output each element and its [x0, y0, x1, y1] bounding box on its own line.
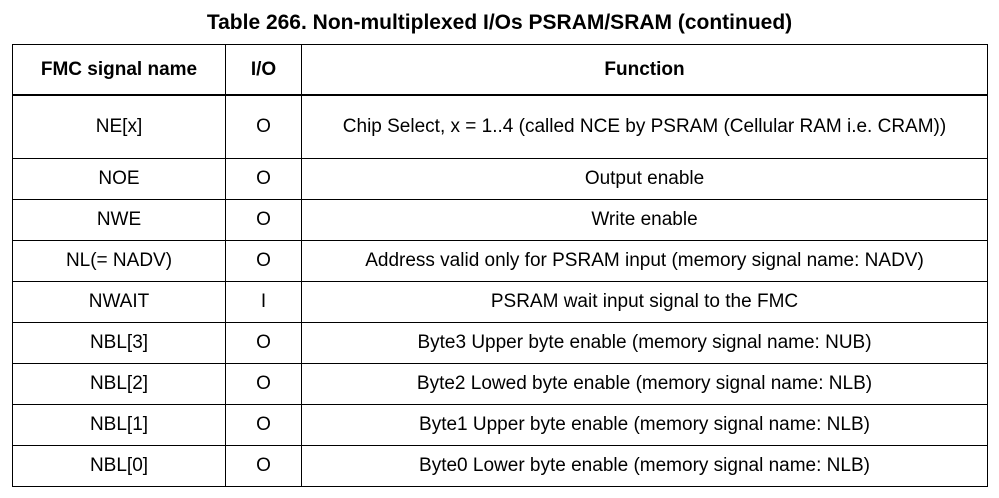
cell-io: I	[225, 281, 302, 323]
cell-function: Address valid only for PSRAM input (memo…	[301, 240, 988, 282]
cell-io: O	[225, 94, 302, 159]
header-fmc-signal-name: FMC signal name	[12, 44, 226, 96]
header-row: FMC signal name I/O Function	[12, 44, 988, 96]
cell-io: O	[225, 404, 302, 446]
cell-signal-name: NBL[2]	[12, 363, 226, 405]
header-function: Function	[301, 44, 988, 96]
cell-io: O	[225, 240, 302, 282]
cell-signal-name: NE[x]	[12, 94, 226, 159]
cell-signal-name: NBL[1]	[12, 404, 226, 446]
table-row: NBL[1] O Byte1 Upper byte enable (memory…	[12, 404, 988, 446]
cell-function: Byte3 Upper byte enable (memory signal n…	[301, 322, 988, 364]
cell-function: Byte2 Lowed byte enable (memory signal n…	[301, 363, 988, 405]
cell-io: O	[225, 158, 302, 200]
table-row: NWE O Write enable	[12, 199, 988, 241]
table-body: NE[x] O Chip Select, x = 1..4 (called NC…	[12, 94, 988, 487]
table-row: NE[x] O Chip Select, x = 1..4 (called NC…	[12, 94, 988, 159]
cell-function: Byte0 Lower byte enable (memory signal n…	[301, 445, 988, 487]
table-header: FMC signal name I/O Function	[12, 44, 988, 96]
cell-signal-name: NWE	[12, 199, 226, 241]
table-row: NWAIT I PSRAM wait input signal to the F…	[12, 281, 988, 323]
cell-io: O	[225, 363, 302, 405]
cell-signal-name: NWAIT	[12, 281, 226, 323]
cell-io: O	[225, 445, 302, 487]
table-row: NBL[3] O Byte3 Upper byte enable (memory…	[12, 322, 988, 364]
table-row: NL(= NADV) O Address valid only for PSRA…	[12, 240, 988, 282]
cell-function: Chip Select, x = 1..4 (called NCE by PSR…	[301, 94, 988, 159]
cell-function: Write enable	[301, 199, 988, 241]
cell-signal-name: NBL[0]	[12, 445, 226, 487]
cell-signal-name: NOE	[12, 158, 226, 200]
signal-table: FMC signal name I/O Function NE[x] O Chi…	[12, 44, 988, 487]
cell-function: PSRAM wait input signal to the FMC	[301, 281, 988, 323]
cell-function: Output enable	[301, 158, 988, 200]
cell-io: O	[225, 322, 302, 364]
table-row: NBL[0] O Byte0 Lower byte enable (memory…	[12, 445, 988, 487]
cell-signal-name: NL(= NADV)	[12, 240, 226, 282]
header-io: I/O	[225, 44, 302, 96]
cell-io: O	[225, 199, 302, 241]
table-caption: Table 266. Non-multiplexed I/Os PSRAM/SR…	[206, 11, 793, 34]
table-row: NOE O Output enable	[12, 158, 988, 200]
table-row: NBL[2] O Byte2 Lowed byte enable (memory…	[12, 363, 988, 405]
cell-function: Byte1 Upper byte enable (memory signal n…	[301, 404, 988, 446]
cell-signal-name: NBL[3]	[12, 322, 226, 364]
